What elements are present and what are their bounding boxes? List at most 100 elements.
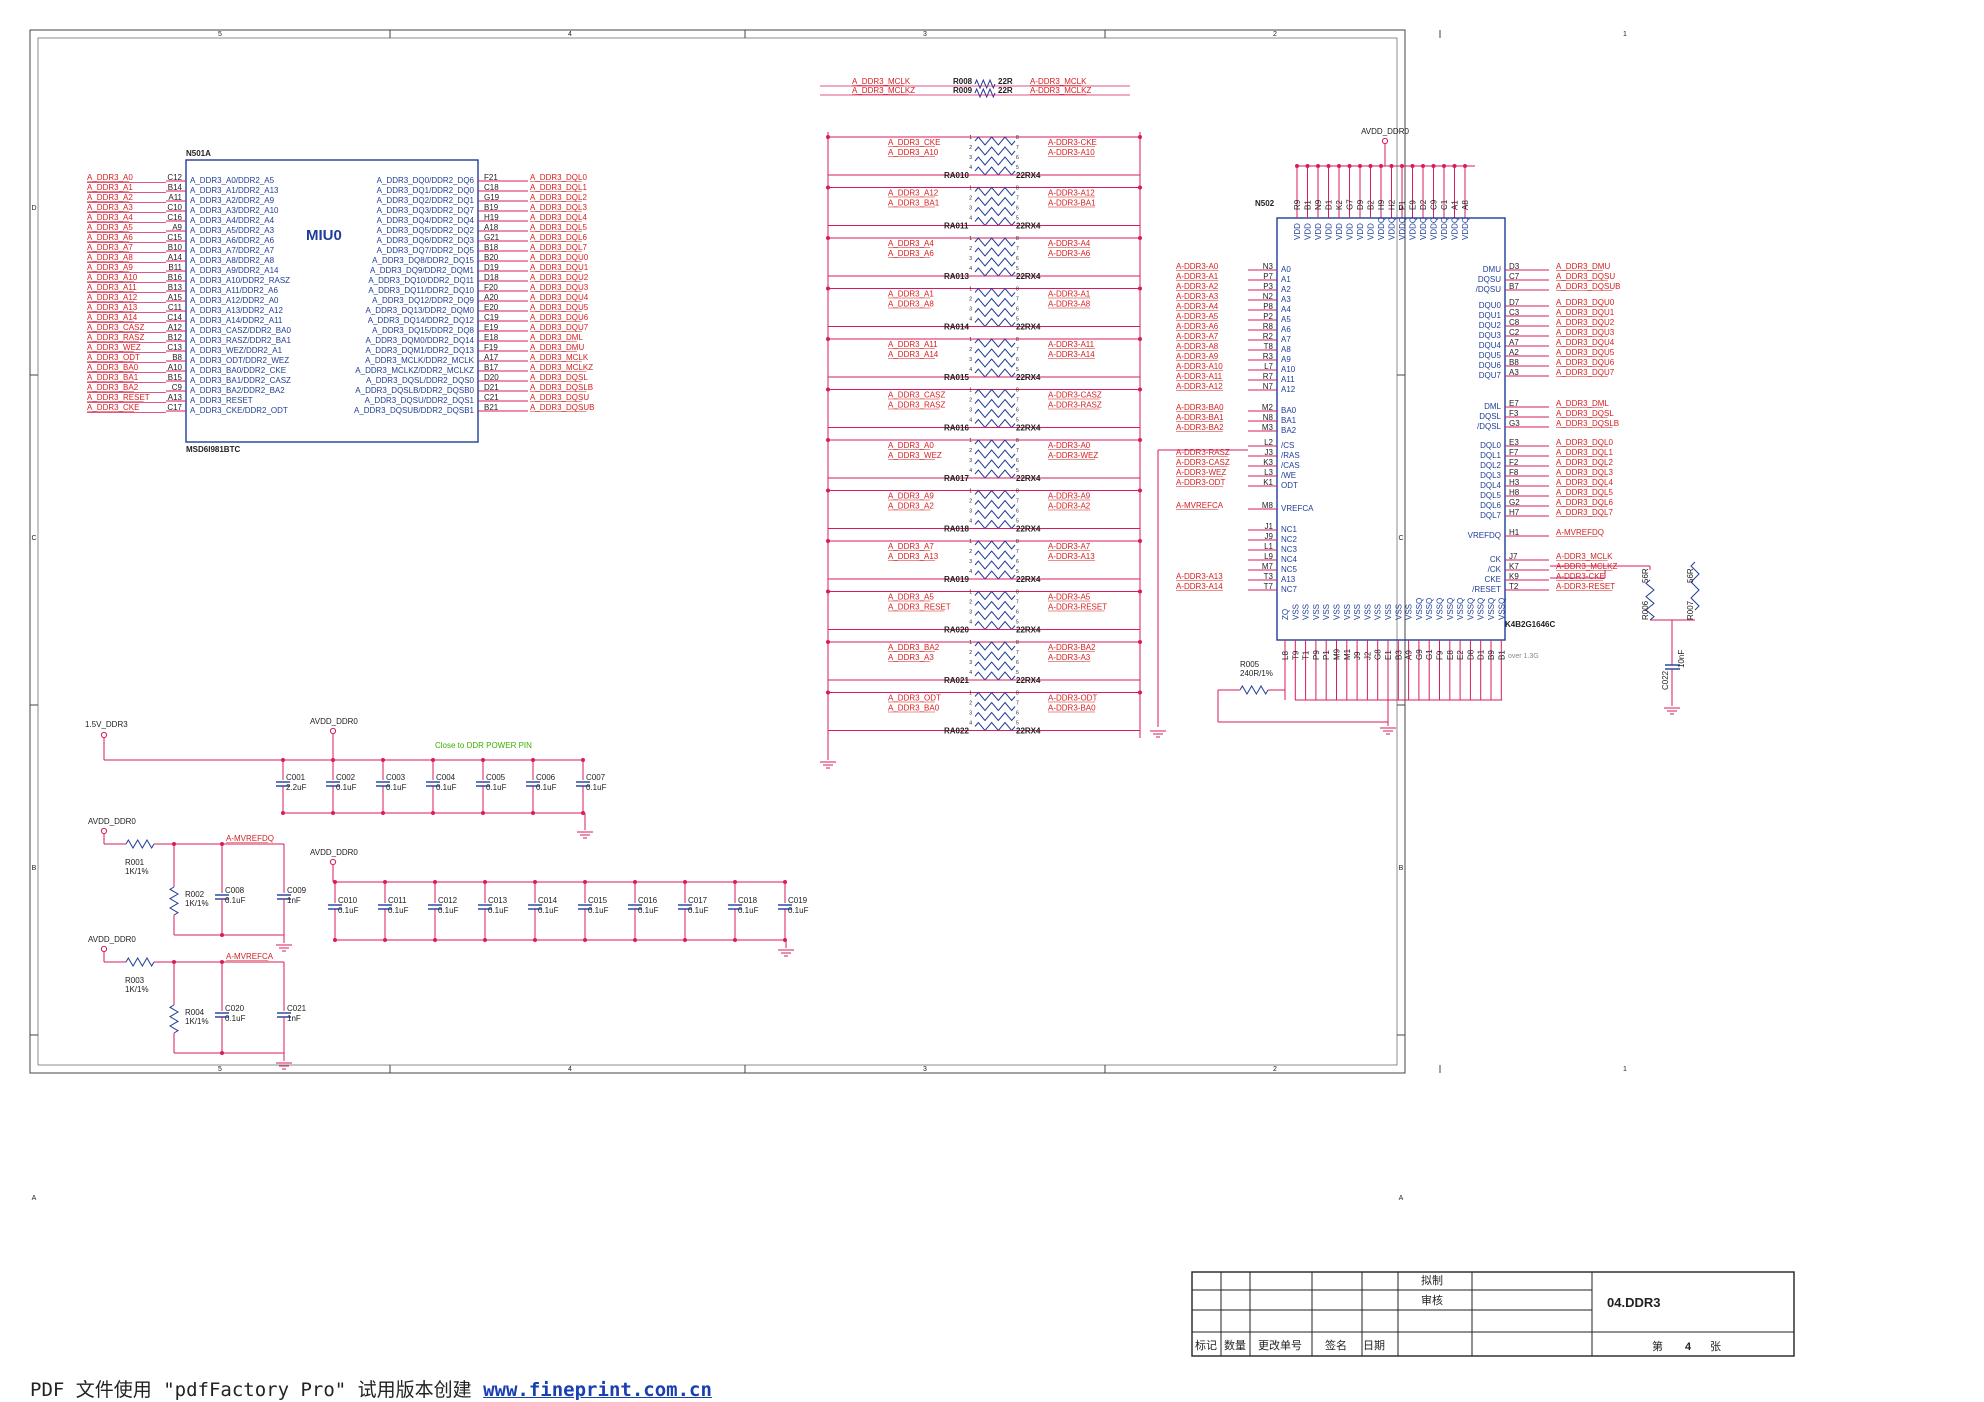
pin-name-label: /DQSL	[1477, 422, 1502, 431]
net-label: A_DDR3_WEZ	[87, 343, 141, 352]
pin-ball-label: H19	[484, 213, 499, 222]
pin-name-label: A_DDR3_DQM1/DDR2_DQ13	[366, 346, 475, 355]
pin-ball-label: F9	[1436, 650, 1445, 660]
pin-ball-label: E18	[484, 333, 499, 342]
pin-name-label: VSS	[1343, 604, 1352, 620]
rpack-element-icon	[974, 499, 1016, 510]
pin-name-label: A11	[1281, 375, 1295, 384]
rpack-value-label: 22RX4	[1016, 575, 1041, 584]
pin-name-label: VDDQ	[1398, 217, 1407, 240]
rpack-pin-number: 1	[969, 135, 972, 141]
pin-name-label: DMU	[1483, 265, 1501, 274]
pin-name-label: VDD	[1325, 223, 1334, 240]
cap-ref-label: C019	[788, 896, 808, 905]
pin-ball-label: F2	[1509, 458, 1519, 467]
pin-name-label: A_DDR3_DQ12/DDR2_DQ9	[372, 296, 474, 305]
net-label: A-DDR3-A1	[1048, 290, 1091, 299]
pin-ball-label: B9	[1487, 650, 1496, 660]
net-label: A_DDR3_RASZ	[888, 401, 945, 410]
rpack-element-icon	[974, 136, 1016, 146]
revision-column-label: 日期	[1363, 1339, 1385, 1352]
rpack-pin-number: 7	[1016, 398, 1019, 404]
cap-value-label: 0.1uF	[486, 783, 507, 792]
pin-name-label: DQSL	[1479, 412, 1501, 421]
footer-link[interactable]: www.fineprint.com.cn	[483, 1379, 712, 1401]
net-label: A-MVREFDQ	[226, 834, 274, 843]
sheet-number: 4	[1685, 1341, 1692, 1353]
rpack-pin-number: 5	[1016, 367, 1019, 373]
pin-name-label: A5	[1281, 315, 1291, 324]
rpack-pin-number: 4	[969, 468, 972, 474]
rpack-element-icon	[974, 691, 1016, 702]
pin-ball-label: B1	[1497, 650, 1506, 660]
pin-name-label: A_DDR3_DQ5/DDR2_DQ2	[377, 226, 475, 235]
rpack-pin-number: 2	[969, 246, 972, 252]
net-label: A_DDR3_DQU7	[530, 323, 589, 332]
pin-ball-label: R9	[1293, 199, 1302, 210]
net-label: A_DDR3_A4	[888, 239, 934, 248]
pin-ball-label: M7	[1262, 562, 1274, 571]
rpack-pin-number: 1	[969, 287, 972, 293]
pin-name-label: BA0	[1281, 406, 1297, 415]
pin-name-label: A_DDR3_DQ11/DDR2_DQ10	[368, 286, 474, 295]
net-label: A_DDR3_CKE	[87, 403, 139, 412]
pin-name-label: VDD	[1304, 223, 1313, 240]
rpack-element-icon	[974, 206, 1016, 217]
border-row-label: D	[1398, 205, 1403, 212]
res-ref-label: R004	[185, 1008, 205, 1017]
rpack-element-icon	[974, 146, 1016, 156]
resistor-icon	[169, 886, 179, 916]
cap-ref-label: C006	[536, 773, 556, 782]
pin-ball-label: B19	[484, 203, 499, 212]
net-label: A-DDR3-WEZ	[1176, 468, 1226, 477]
rpack-element-icon	[974, 570, 1016, 580]
mcu-ref-label: N501A	[186, 149, 211, 158]
border-col-label: 4	[568, 31, 572, 38]
junction-dot	[281, 811, 285, 815]
pin-ball-label: N9	[1314, 199, 1323, 210]
cap-value-label: 0.1uF	[586, 783, 607, 792]
pin-ball-label: A20	[484, 293, 499, 302]
net-label: A-DDR3-A6	[1176, 322, 1219, 331]
pin-name-label: A3	[1281, 295, 1291, 304]
pin-name-label: DQL0	[1480, 441, 1501, 450]
pin-name-label: VDDQ	[1377, 217, 1386, 240]
pin-name-label: BA1	[1281, 416, 1297, 425]
net-port-icon	[100, 731, 108, 739]
rpack-pin-number: 4	[969, 721, 972, 727]
rpack-pin-number: 6	[1016, 256, 1019, 262]
dram-note-label: over 1.3G	[1508, 653, 1539, 660]
pin-ball-label: H3	[1509, 478, 1520, 487]
pin-ball-label: H7	[1509, 508, 1520, 517]
junction-dot	[333, 938, 337, 942]
pin-name-label: A_DDR3_A4/DDR2_A4	[190, 216, 275, 225]
rpack-pin-number: 2	[969, 347, 972, 353]
cap-value-label: 0.1uF	[438, 906, 459, 915]
rpack-value-label: 22RX4	[1016, 424, 1041, 433]
net-label: A-DDR3-WEZ	[1048, 451, 1098, 460]
pin-ball-label: T3	[1264, 572, 1274, 581]
rpack-pin-number: 4	[969, 519, 972, 525]
pin-name-label: DQU3	[1479, 331, 1502, 340]
rpack-element-icon	[974, 166, 1016, 176]
net-label: A-DDR3-A10	[1048, 148, 1095, 157]
net-label: A_DDR3_DQSL	[530, 373, 588, 382]
pin-name-label: A6	[1281, 325, 1291, 334]
net-label: A-DDR3-A7	[1176, 332, 1219, 341]
pin-name-label: VREFCA	[1281, 504, 1314, 513]
cap-ref-label: C015	[588, 896, 608, 905]
pin-ball-label: P8	[1263, 302, 1273, 311]
pin-ball-label: R7	[1263, 372, 1274, 381]
net-label: A_DDR3_DQU3	[1556, 328, 1615, 337]
net-label: A-DDR3-CKE	[1556, 572, 1605, 581]
pin-name-label: DQU2	[1479, 321, 1502, 330]
net-label: A_DDR3_A6	[87, 233, 133, 242]
ground-icon	[1380, 727, 1396, 735]
rpack-element-icon	[974, 257, 1016, 267]
net-label: A_DDR3_BA0	[888, 704, 940, 713]
net-label: A_DDR3_A4	[87, 213, 133, 222]
revision-column-label: 更改单号	[1258, 1338, 1302, 1352]
rpack-element-icon	[974, 590, 1016, 601]
net-label: A_DDR3_A2	[888, 502, 934, 511]
